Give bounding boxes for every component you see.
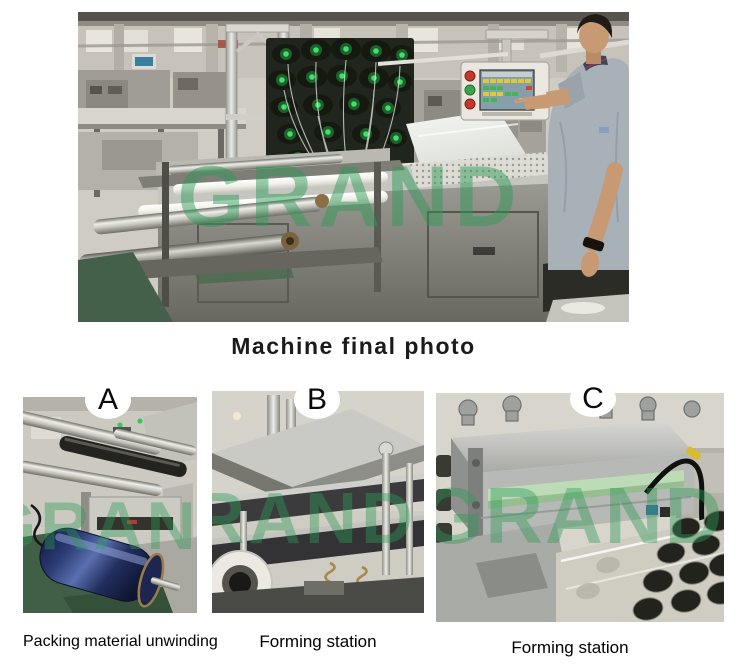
- hmi-red-button: [464, 70, 476, 82]
- photo-label-b: B: [294, 381, 340, 419]
- forming-plates: [212, 473, 424, 571]
- sub-photo-b-image: GRAND: [212, 391, 424, 613]
- hmi-red-button-2: [464, 98, 476, 110]
- sub-photo-c: GRAND: [436, 393, 724, 622]
- watermark-text: GRAND: [212, 479, 417, 559]
- sub-photo-b-caption: Forming station: [259, 632, 377, 651]
- blister-tray: [556, 510, 724, 622]
- sub-photo-b: GRAND: [212, 391, 424, 613]
- sub-photo-a-caption: Packing material unwinding: [23, 633, 218, 650]
- forming-mold-block: [451, 421, 694, 543]
- watermark-text: GRAND: [177, 149, 522, 245]
- machine-final-photo: GRAND: [78, 12, 629, 322]
- guide-rollers: [23, 410, 197, 496]
- photo-label-c: C: [570, 381, 616, 417]
- green-floor: [78, 252, 173, 322]
- main-photo-caption: Machine final photo: [231, 333, 476, 359]
- operator: [514, 14, 629, 277]
- sub-photo-a: GRAND: [23, 397, 197, 613]
- cable: [644, 446, 707, 536]
- photo-label-a: A: [85, 381, 131, 419]
- sub-photo-a-image: GRAND: [23, 397, 197, 613]
- guide-rods: [240, 441, 413, 575]
- watermark-text: GRAND: [436, 471, 724, 560]
- film-roll: [39, 527, 181, 608]
- sub-photo-c-image: GRAND: [436, 393, 724, 622]
- machine-final-photo-image: GRAND: [78, 12, 629, 322]
- sub-photo-c-caption: Forming station: [511, 638, 629, 657]
- hmi-green-button: [464, 84, 476, 96]
- watermark-text: GRAND: [23, 488, 197, 564]
- sockets-left: [436, 455, 452, 545]
